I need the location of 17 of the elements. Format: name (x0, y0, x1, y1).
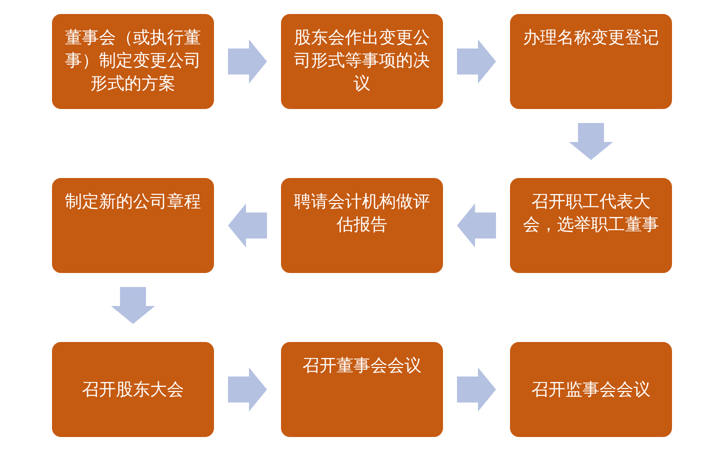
block-arrow (569, 123, 613, 160)
block-arrow (457, 204, 496, 248)
process-box: 制定新的公司章程 (52, 178, 214, 273)
process-box: 召开职工代表大会，选举职工董事 (510, 178, 672, 273)
block-arrow (228, 40, 267, 84)
process-box: 召开董事会会议 (281, 342, 443, 437)
process-box: 召开股东大会 (52, 342, 214, 437)
process-box: 聘请会计机构做评估报告 (281, 178, 443, 273)
block-arrow (457, 368, 496, 412)
block-arrow (228, 204, 267, 248)
block-arrow (457, 40, 496, 84)
block-arrow (228, 368, 267, 412)
block-arrow (111, 287, 155, 324)
process-box: 董事会（或执行董事）制定变更公司形式的方案 (52, 14, 214, 109)
process-box: 召开监事会会议 (510, 342, 672, 437)
process-box: 股东会作出变更公司形式等事项的决议 (281, 14, 443, 109)
process-box: 办理名称变更登记 (510, 14, 672, 109)
